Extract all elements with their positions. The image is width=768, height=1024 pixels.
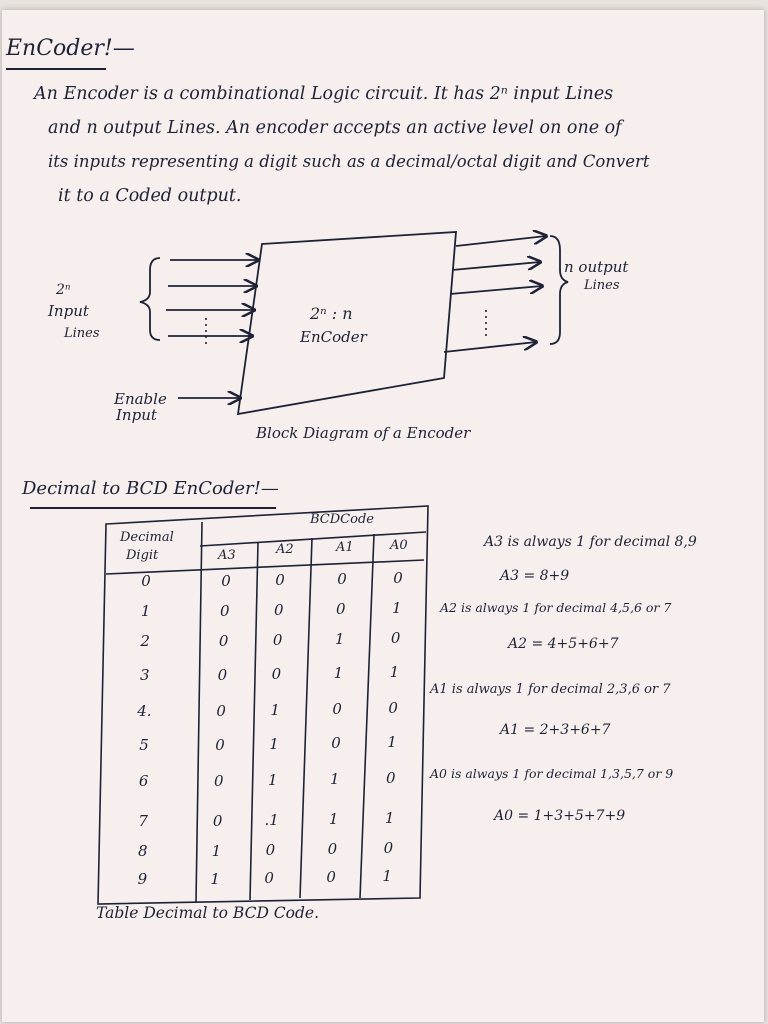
table-cell-a1: 0 — [337, 570, 347, 588]
table-cell-a0: 1 — [392, 599, 402, 617]
table-cell-a3: 0 — [221, 572, 231, 590]
table-cell-a1: 0 — [327, 840, 338, 858]
note-a3-eq: A3 = 8+9 — [500, 568, 570, 584]
table-cell-decimal: 3 — [140, 666, 150, 684]
table-cell-decimal: 5 — [139, 736, 149, 754]
table-cell-a1: 1 — [328, 810, 339, 828]
table-cell-a1: 0 — [326, 868, 336, 886]
table-cell-a2: 1 — [269, 735, 279, 753]
table-cell-decimal: 2 — [140, 632, 150, 650]
enable-input-label-2: Input — [116, 406, 157, 424]
output-lines-label-1: n output — [564, 258, 629, 276]
table-cell-a2: .1 — [264, 811, 279, 829]
input-lines-power: 2ⁿ — [56, 282, 71, 298]
input-lines-label-2: Lines — [64, 326, 100, 341]
note-a0-eq: A0 = 1+3+5+7+9 — [494, 808, 626, 824]
table-cell-decimal: 6 — [138, 772, 149, 790]
table-cell-a2: 0 — [271, 665, 282, 683]
page-title: EnCoder!— — [6, 36, 135, 61]
encoder-box — [236, 231, 457, 416]
section-title: Decimal to BCD EnCoder!— — [22, 478, 279, 499]
table-cell-a3: 0 — [217, 666, 228, 684]
table-cell-a0: 1 — [382, 867, 392, 885]
table-caption: Table Decimal to BCD Code. — [96, 904, 320, 922]
table-cell-decimal: 1 — [140, 602, 151, 620]
note-a0-text: A0 is always 1 for decimal 1,3,5,7 or 9 — [430, 766, 674, 781]
table-cell-a3: 1 — [210, 870, 220, 888]
table-cell-a0: 1 — [384, 809, 395, 827]
table-cell-decimal: 9 — [137, 870, 148, 888]
table-cell-a1: 0 — [336, 600, 346, 618]
note-a1-eq: A1 = 2+3+6+7 — [500, 722, 611, 738]
table-cell-decimal: 7 — [138, 812, 148, 830]
table-cell-a3: 0 — [218, 632, 229, 650]
table-cell-a3: 0 — [216, 702, 226, 720]
title-underline — [6, 68, 106, 70]
header-a3: A3 — [218, 548, 236, 563]
note-a2-eq: A2 = 4+5+6+7 — [508, 636, 619, 652]
table-cell-a0: 1 — [389, 663, 400, 681]
output-lines-label-2: Lines — [584, 278, 620, 293]
header-a2: A2 — [276, 542, 294, 557]
table-cell-decimal: 8 — [138, 842, 148, 860]
header-bcd: BCDCode — [310, 512, 374, 527]
table-cell-decimal: 4. — [137, 702, 152, 720]
table-cell-a3: 0 — [220, 602, 230, 620]
table-cell-a1: 1 — [330, 770, 340, 788]
table-cell-a2: 0 — [274, 601, 284, 619]
encoder-box-label-1: 2ⁿ : n — [310, 304, 353, 323]
header-a0: A0 — [390, 538, 408, 553]
enable-input-label-1: Enable — [114, 390, 167, 408]
table-cell-a3: 0 — [212, 812, 223, 830]
table-cell-a2: 1 — [268, 771, 278, 789]
paragraph-line-1: An Encoder is a combinational Logic circ… — [34, 84, 614, 104]
table-cell-a3: 0 — [214, 772, 224, 790]
table-cell-a3: 1 — [211, 842, 222, 860]
header-decimal-1: Decimal — [120, 530, 174, 545]
table-cell-decimal: 0 — [141, 572, 151, 590]
header-decimal-2: Digit — [126, 548, 159, 563]
table-cell-a1: 1 — [333, 664, 344, 682]
note-a1-text: A1 is always 1 for decimal 2,3,6 or 7 — [430, 682, 671, 697]
section-underline — [30, 507, 276, 509]
table-cell-a0: 0 — [393, 569, 403, 587]
table-cell-a0: 0 — [390, 629, 401, 647]
table-cell-a1: 1 — [334, 630, 345, 648]
table-cell-a0: 0 — [388, 699, 398, 717]
note-a2-text: A2 is always 1 for decimal 4,5,6 or 7 — [440, 600, 672, 615]
table-cell-a2: 0 — [264, 869, 274, 887]
paragraph-line-2: and n output Lines. An encoder accepts a… — [48, 118, 622, 138]
table-cell-a3: 0 — [215, 736, 225, 754]
input-lines-label-1: Input — [48, 302, 89, 320]
notebook-page — [2, 10, 764, 1022]
table-cell-a0: 1 — [387, 733, 397, 751]
table-cell-a2: 1 — [270, 701, 280, 719]
paragraph-line-3: its inputs representing a digit such as … — [48, 152, 650, 171]
encoder-box-label-2: EnCoder — [300, 328, 367, 346]
table-cell-a2: 0 — [275, 571, 285, 589]
table-cell-a1: 0 — [331, 734, 341, 752]
table-cell-a2: 0 — [265, 841, 276, 859]
paragraph-line-4: it to a Coded output. — [58, 186, 242, 206]
note-a3-text: A3 is always 1 for decimal 8,9 — [484, 534, 697, 550]
table-cell-a0: 0 — [383, 839, 394, 857]
table-cell-a2: 0 — [272, 631, 283, 649]
diagram-caption: Block Diagram of a Encoder — [256, 424, 471, 442]
table-cell-a0: 0 — [386, 769, 396, 787]
table-cell-a1: 0 — [332, 700, 342, 718]
header-a1: A1 — [336, 540, 354, 555]
